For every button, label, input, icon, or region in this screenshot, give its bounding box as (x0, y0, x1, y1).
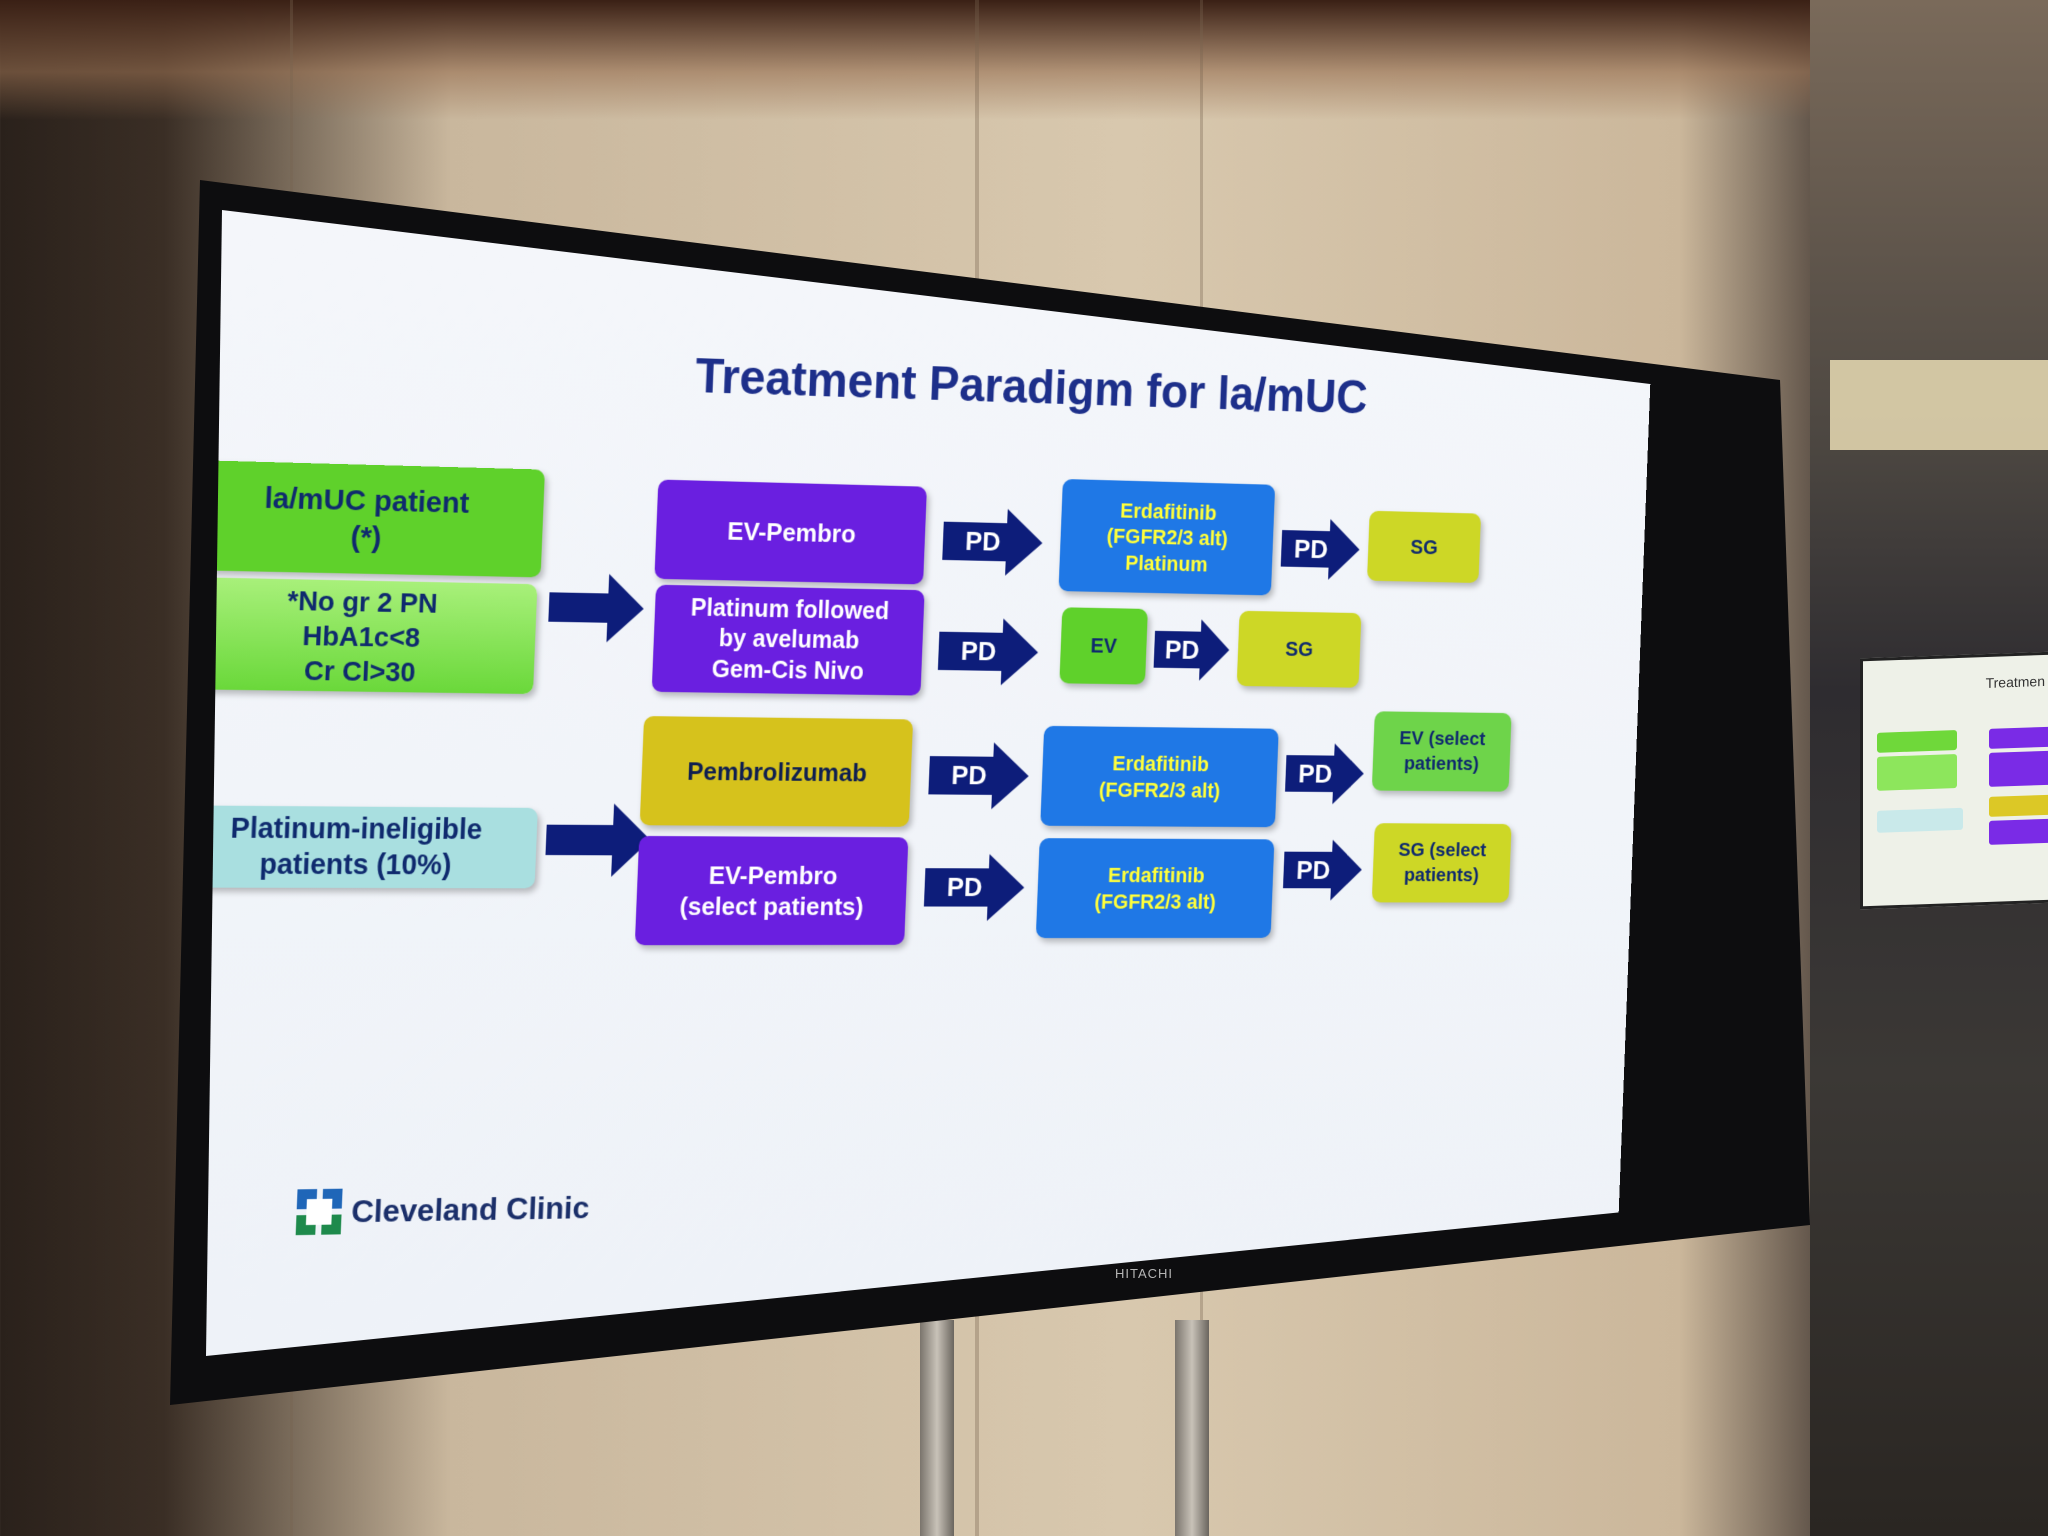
pd-label: PD (960, 635, 997, 667)
erdafitinib-box-1: Erdafitinib (FGFR2/3 alt) (1040, 725, 1279, 828)
pd-arrow-3: PD (927, 741, 1031, 810)
platinum-ineligible-box: Platinum-ineligible patients (10%) (206, 805, 538, 889)
mini-box (1877, 807, 1963, 833)
pd-label: PD (950, 760, 988, 791)
ceiling-area (0, 0, 2048, 120)
pd-arrow-8: PD (1282, 839, 1363, 901)
clinic-logo-icon (295, 1188, 343, 1236)
ev-select-box: EV (select patients) (1371, 711, 1512, 792)
pd-label: PD (1293, 533, 1329, 564)
platinum-avelumab-box: Platinum followed by avelumab Gem-Cis Ni… (651, 584, 925, 696)
arrow-to-pembrolizumab (544, 803, 652, 877)
slide-title: Treatment Paradigm for la/mUC (694, 348, 1369, 424)
arrow-shape (544, 803, 652, 877)
mini-box (1989, 750, 2048, 787)
mini-box (1989, 794, 2048, 817)
presentation-slide: Treatment Paradigm for la/mUC la/mUC pat… (206, 210, 1655, 1356)
ev-pembro-select-box: EV-Pembro (select patients) (634, 835, 909, 946)
tv-brand-label: HITACHI (1115, 1266, 1174, 1281)
pd-arrow-2: PD (937, 617, 1040, 686)
background-screen-title: Treatmen (1985, 672, 2045, 692)
ev-box: EV (1059, 607, 1148, 685)
patient-box: la/mUC patient (*) (206, 459, 545, 578)
arrow-shape (927, 741, 1031, 810)
criteria-box: *No gr 2 PN HbA1c<8 Cr Cl>30 (206, 577, 538, 695)
erdafitinib-box-2: Erdafitinib (FGFR2/3 alt) (1035, 838, 1275, 939)
pd-arrow-6: PD (1153, 618, 1231, 682)
ev-pembro-box: EV-Pembro (654, 479, 927, 585)
clinic-name: Cleveland Clinic (350, 1189, 591, 1229)
arrow-to-first-line (547, 572, 646, 643)
mini-box (1877, 730, 1957, 753)
mini-box (1989, 818, 2048, 845)
pembrolizumab-box: Pembrolizumab (639, 716, 914, 827)
pd-label: PD (1164, 634, 1200, 665)
mini-box (1989, 726, 2048, 749)
arrow-shape (547, 572, 646, 643)
cleveland-clinic-logo: Cleveland Clinic (295, 1185, 591, 1236)
pd-arrow-7: PD (1284, 742, 1365, 805)
pd-label: PD (946, 872, 983, 902)
mini-box (1877, 754, 1957, 791)
ceiling-light (1830, 360, 2048, 450)
sg-box-1: SG (1366, 510, 1482, 584)
erdafitinib-platinum-box: Erdafitinib (FGFR2/3 alt) Platinum (1058, 478, 1276, 596)
pd-arrow-1: PD (941, 507, 1044, 577)
arrow-shape (923, 853, 1026, 921)
pd-arrow-5: PD (1280, 517, 1361, 581)
sg-box-2: SG (1236, 610, 1362, 688)
pd-label: PD (1297, 758, 1333, 788)
tv-stand (920, 1320, 954, 1536)
arrow-shape (937, 617, 1040, 686)
background-screen: Treatmen (1860, 651, 2048, 910)
pd-label: PD (964, 526, 1002, 557)
tv-stand (1175, 1320, 1209, 1536)
pd-arrow-4: PD (923, 853, 1026, 921)
sg-select-box: SG (select patients) (1371, 823, 1512, 903)
pd-label: PD (1295, 854, 1331, 885)
arrow-shape (941, 507, 1044, 577)
